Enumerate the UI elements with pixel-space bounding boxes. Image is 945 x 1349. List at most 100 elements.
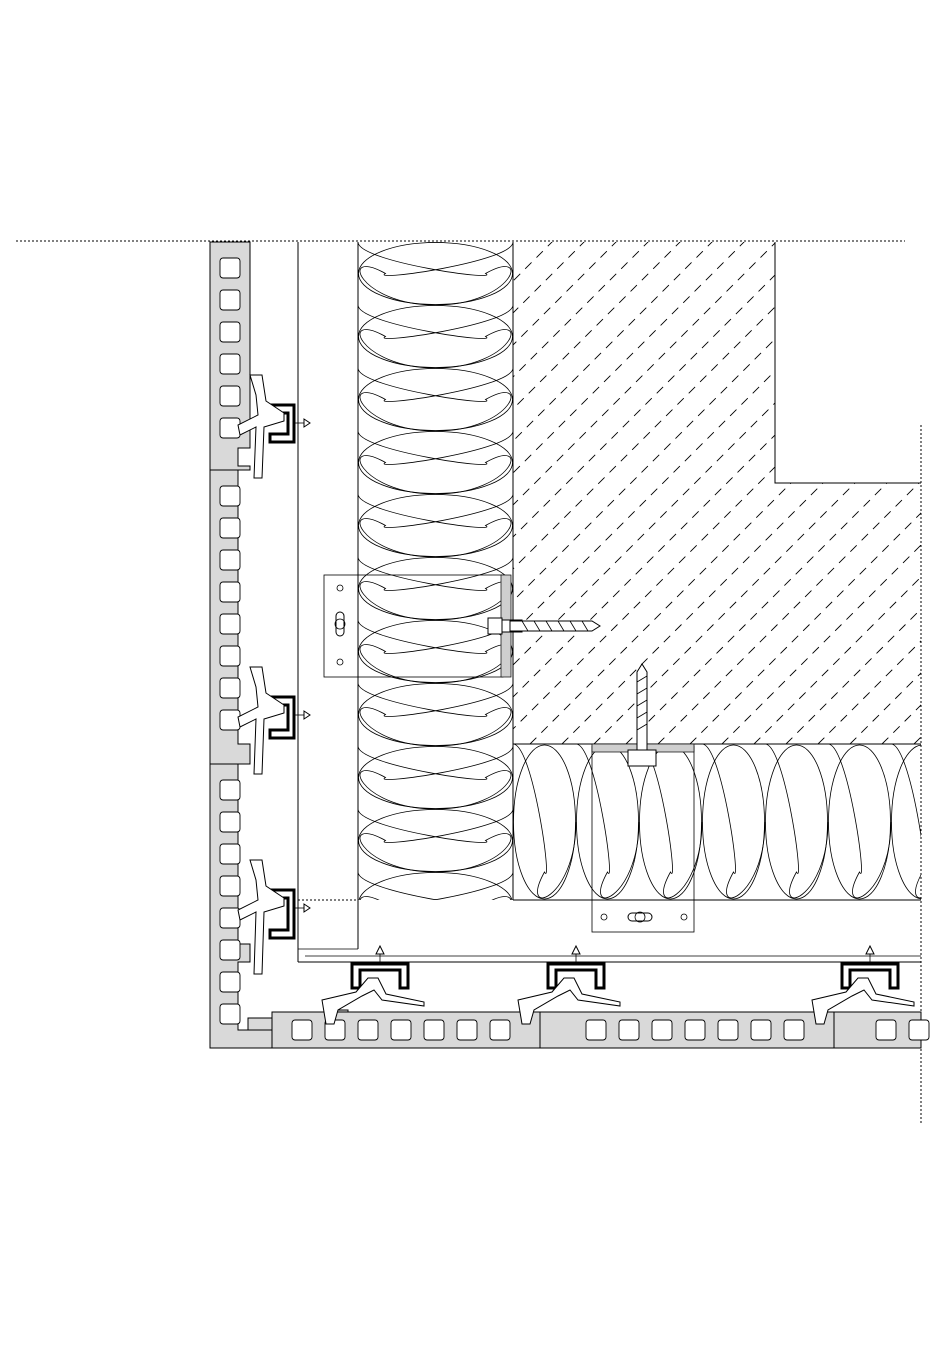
concrete-hatch-line <box>513 242 857 744</box>
horizontal-facade-rails <box>321 944 915 1025</box>
wool-lobe <box>358 745 513 810</box>
wool-lobe-outline <box>358 557 513 620</box>
wool-lobe-outline <box>513 744 576 900</box>
panel-cavity <box>219 709 241 731</box>
panel-cavity <box>219 321 241 343</box>
panel-cavity <box>219 485 241 507</box>
horizontal-panel-cavities <box>291 1019 930 1041</box>
wool-lobe <box>358 367 513 432</box>
panel-cavity <box>219 257 241 279</box>
panel-cavity <box>219 811 241 833</box>
panel-clip <box>811 977 915 1025</box>
concrete-hatch-line <box>513 242 921 744</box>
wool-lobe-outline <box>358 683 513 746</box>
c-profile-rail <box>546 962 606 990</box>
panel-cavity <box>456 1019 478 1041</box>
vertical-rail <box>237 374 311 479</box>
wool-lobe-outline <box>891 744 921 900</box>
concrete-hatch-line <box>513 242 921 744</box>
wool-lobe <box>890 744 921 899</box>
wool-lobe-outline <box>358 494 513 557</box>
panel-cavity <box>219 971 241 993</box>
cladding-panels-vertical <box>209 241 273 1049</box>
concrete-hatch-line <box>513 242 825 744</box>
concrete-hatch-line <box>785 242 921 744</box>
concrete-wall <box>512 242 921 745</box>
panel-cavity <box>219 1003 241 1025</box>
screw-tip <box>375 944 385 955</box>
wool-lobe-outline <box>358 620 513 683</box>
panel-cavity <box>219 843 241 865</box>
panel-clip <box>517 977 621 1025</box>
wool-lobe-outline <box>358 242 513 305</box>
horizontal-rail <box>517 944 621 1025</box>
wool-lobe-outline <box>358 809 513 872</box>
wool-lobe-outline <box>358 368 513 431</box>
wool-lobe-outline <box>358 746 513 809</box>
wool-lobe <box>358 619 513 684</box>
panel-cavity <box>219 353 241 375</box>
panel-cavity <box>489 1019 511 1041</box>
wool-lobe <box>358 493 513 558</box>
screw-tip <box>865 944 875 955</box>
panel-clip <box>321 977 425 1025</box>
wool-lobe-outline <box>576 744 639 900</box>
concrete-hatch-line <box>689 242 921 744</box>
concrete-hatch-line <box>849 242 921 744</box>
wool-lobe <box>358 430 513 495</box>
cladding-panels-horizontal <box>247 1009 930 1049</box>
panel-cavity <box>219 907 241 929</box>
concrete-hatch-line <box>593 242 921 744</box>
horizontal-rail <box>811 944 915 1025</box>
panel-cavity <box>875 1019 897 1041</box>
panel-cavity <box>618 1019 640 1041</box>
concrete-hatch-line <box>881 242 921 744</box>
wool-lobe <box>827 744 892 899</box>
panel-cavity <box>219 517 241 539</box>
panel-cavity <box>219 549 241 571</box>
insulation-wool-pattern-vertical <box>358 242 513 900</box>
wool-lobe <box>358 556 513 621</box>
concrete-hatch-line <box>513 242 793 744</box>
concrete-hatch-line <box>513 242 633 744</box>
concrete-hatch-line <box>513 242 921 744</box>
wool-lobe <box>358 682 513 747</box>
panel-cavity <box>651 1019 673 1041</box>
insulation-horizontal <box>513 744 921 901</box>
screw-tip <box>571 944 581 955</box>
panel-cavity <box>423 1019 445 1041</box>
panel-clip <box>237 859 285 975</box>
wool-lobe <box>427 242 444 243</box>
panel-cavity <box>390 1019 412 1041</box>
panel-cavity <box>783 1019 805 1041</box>
panel-cavity <box>219 417 241 439</box>
cavity-lines <box>297 242 921 963</box>
c-profile-rail <box>350 962 410 990</box>
insulation-vertical <box>357 242 514 900</box>
vertical-facade-rails <box>237 374 311 975</box>
panel-cavity <box>219 581 241 603</box>
wool-lobe <box>575 744 640 899</box>
wool-lobe-outline <box>639 744 702 900</box>
wool-lobe <box>638 744 703 899</box>
concrete-hatch-line <box>513 242 665 744</box>
panel-cavity <box>219 677 241 699</box>
panel-cavity <box>219 385 241 407</box>
vertical-rail <box>237 859 311 975</box>
concrete-hatch-line <box>625 242 921 744</box>
concrete-hatch-line <box>657 242 921 744</box>
concrete-hatch <box>513 242 921 744</box>
panel-cavity <box>357 1019 379 1041</box>
wool-lobe-outline <box>702 744 765 900</box>
panel-clip <box>237 666 285 775</box>
screw-tip <box>303 710 311 720</box>
wool-lobe <box>358 304 513 369</box>
screw-tip <box>303 903 311 913</box>
panel-cavity <box>219 613 241 635</box>
vertical-panel-cavities <box>219 257 241 1025</box>
wool-lobe <box>358 808 513 873</box>
panel-cavity <box>585 1019 607 1041</box>
panel-cavity <box>219 875 241 897</box>
wall-bracket-horizontal <box>591 663 695 933</box>
concrete-hatch-line <box>513 242 761 744</box>
